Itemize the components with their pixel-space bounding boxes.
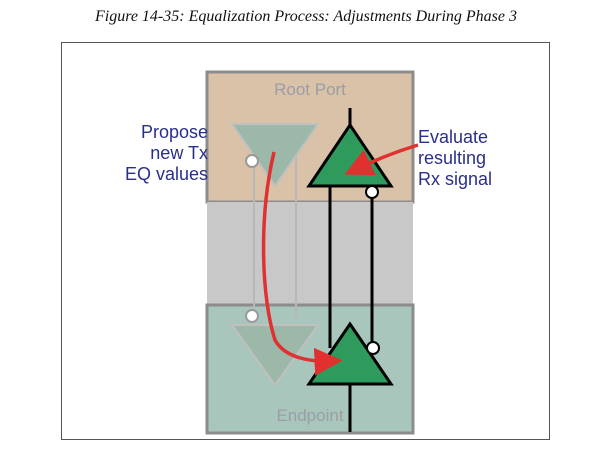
propose-label: Propose new Tx EQ values [100,122,208,185]
propose-label-line: Propose [140,122,208,142]
root-port-rx-node [365,185,379,199]
endpoint-tx-node [245,309,259,323]
endpoint-title: Endpoint [276,406,344,425]
evaluate-label-line: Evaluate [418,127,489,147]
proposal-arrow [261,151,343,376]
endpoint-rx-node [366,341,380,355]
link-region [207,202,413,305]
figure-caption: Figure 14-35: Equalization Process: Adju… [94,8,518,25]
propose-label-line: EQ values [124,164,208,184]
evaluate-label: Evaluate resulting Rx signal [418,127,528,190]
evaluation-arrow [344,143,419,176]
root-port-tx-node [245,154,259,168]
root-port-title: Root Port [274,80,346,99]
propose-label-line: new Tx [150,143,208,163]
evaluate-label-line: Rx signal [418,169,493,189]
evaluate-label-line: resulting [418,148,487,168]
